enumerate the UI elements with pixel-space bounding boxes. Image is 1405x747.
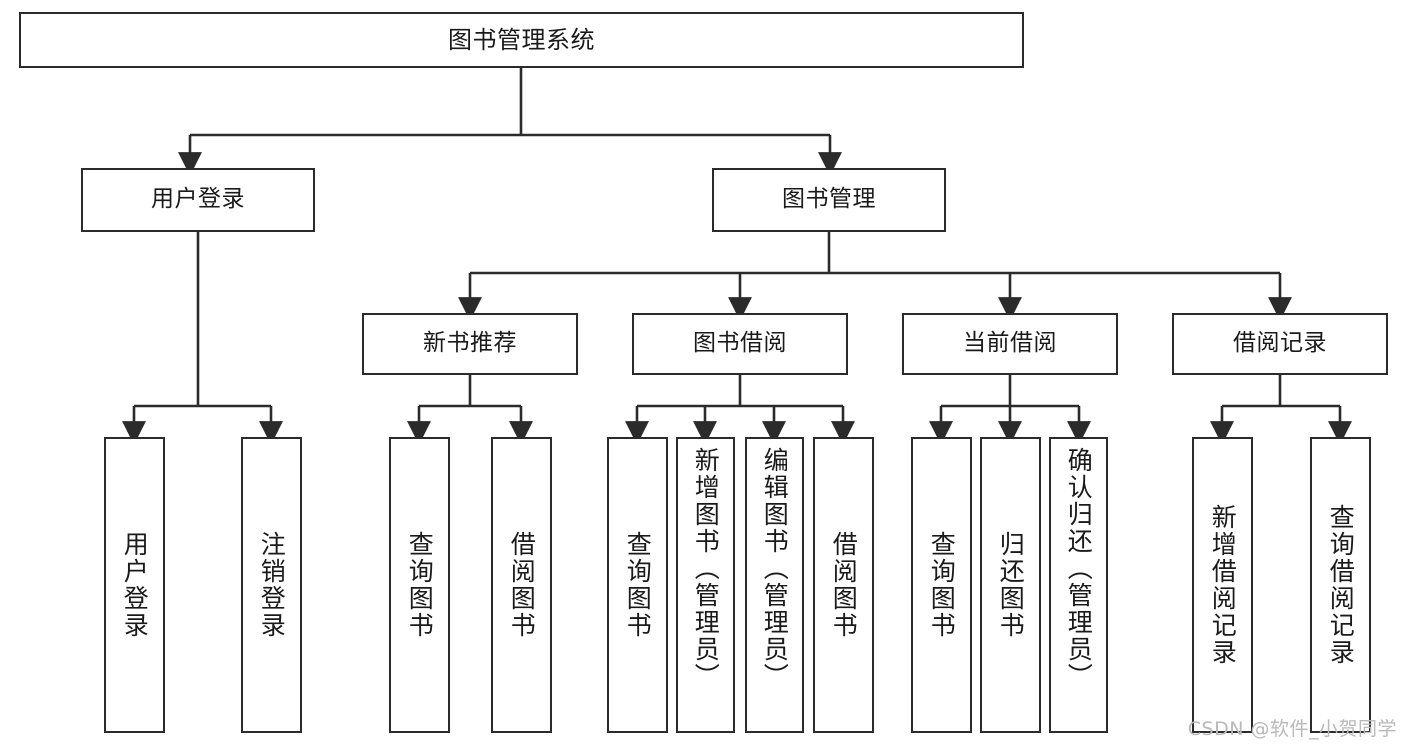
node-label: 查询图书 [623, 531, 653, 639]
node-leaf-borrow-books-2[interactable]: 借阅图书 [813, 437, 874, 733]
node-book-management[interactable]: 图书管理 [712, 168, 946, 232]
node-leaf-confirm-return-admin[interactable]: 确认归还（管理员） [1049, 437, 1108, 733]
node-leaf-query-books-3[interactable]: 查询图书 [911, 437, 972, 733]
node-label: 编辑图书（管理员） [760, 447, 790, 690]
node-label: 当前借阅 [963, 330, 1057, 357]
node-current-borrow[interactable]: 当前借阅 [902, 313, 1118, 375]
node-leaf-return-books[interactable]: 归还图书 [980, 437, 1041, 733]
node-leaf-query-books-1[interactable]: 查询图书 [389, 437, 450, 733]
node-leaf-edit-book-admin[interactable]: 编辑图书（管理员） [745, 437, 804, 733]
node-leaf-borrow-books-1[interactable]: 借阅图书 [491, 437, 552, 733]
node-new-book-recommend[interactable]: 新书推荐 [362, 313, 578, 375]
node-label: 借阅记录 [1233, 330, 1327, 357]
node-label: 注销登录 [257, 531, 287, 639]
node-label: 用户登录 [120, 531, 150, 639]
node-label: 确认归还（管理员） [1064, 447, 1094, 690]
node-leaf-add-borrow-record[interactable]: 新增借阅记录 [1192, 437, 1253, 733]
node-label: 归还图书 [996, 531, 1026, 639]
node-borrow-records[interactable]: 借阅记录 [1172, 313, 1388, 375]
node-label: 用户登录 [151, 186, 245, 213]
node-label: 图书借阅 [693, 330, 787, 357]
node-leaf-query-books-2[interactable]: 查询图书 [607, 437, 668, 733]
node-label: 借阅图书 [507, 531, 537, 639]
node-leaf-add-book-admin[interactable]: 新增图书（管理员） [676, 437, 735, 733]
node-user-login[interactable]: 用户登录 [81, 168, 315, 232]
node-leaf-user-login[interactable]: 用户登录 [104, 437, 165, 733]
node-label: 图书管理系统 [448, 25, 595, 54]
node-label: 查询图书 [405, 531, 435, 639]
node-label: 新增借阅记录 [1208, 504, 1238, 666]
node-leaf-query-borrow-record[interactable]: 查询借阅记录 [1310, 437, 1371, 733]
node-leaf-logout[interactable]: 注销登录 [241, 437, 302, 733]
node-label: 新增图书（管理员） [691, 447, 721, 690]
node-label: 图书管理 [782, 186, 876, 213]
node-book-management-system[interactable]: 图书管理系统 [19, 12, 1024, 68]
node-label: 借阅图书 [829, 531, 859, 639]
node-label: 查询借阅记录 [1326, 504, 1356, 666]
node-label: 新书推荐 [423, 330, 517, 357]
node-label: 查询图书 [927, 531, 957, 639]
watermark: CSDN @软件_小贺同学 [1187, 718, 1397, 740]
node-book-borrow[interactable]: 图书借阅 [632, 313, 848, 375]
